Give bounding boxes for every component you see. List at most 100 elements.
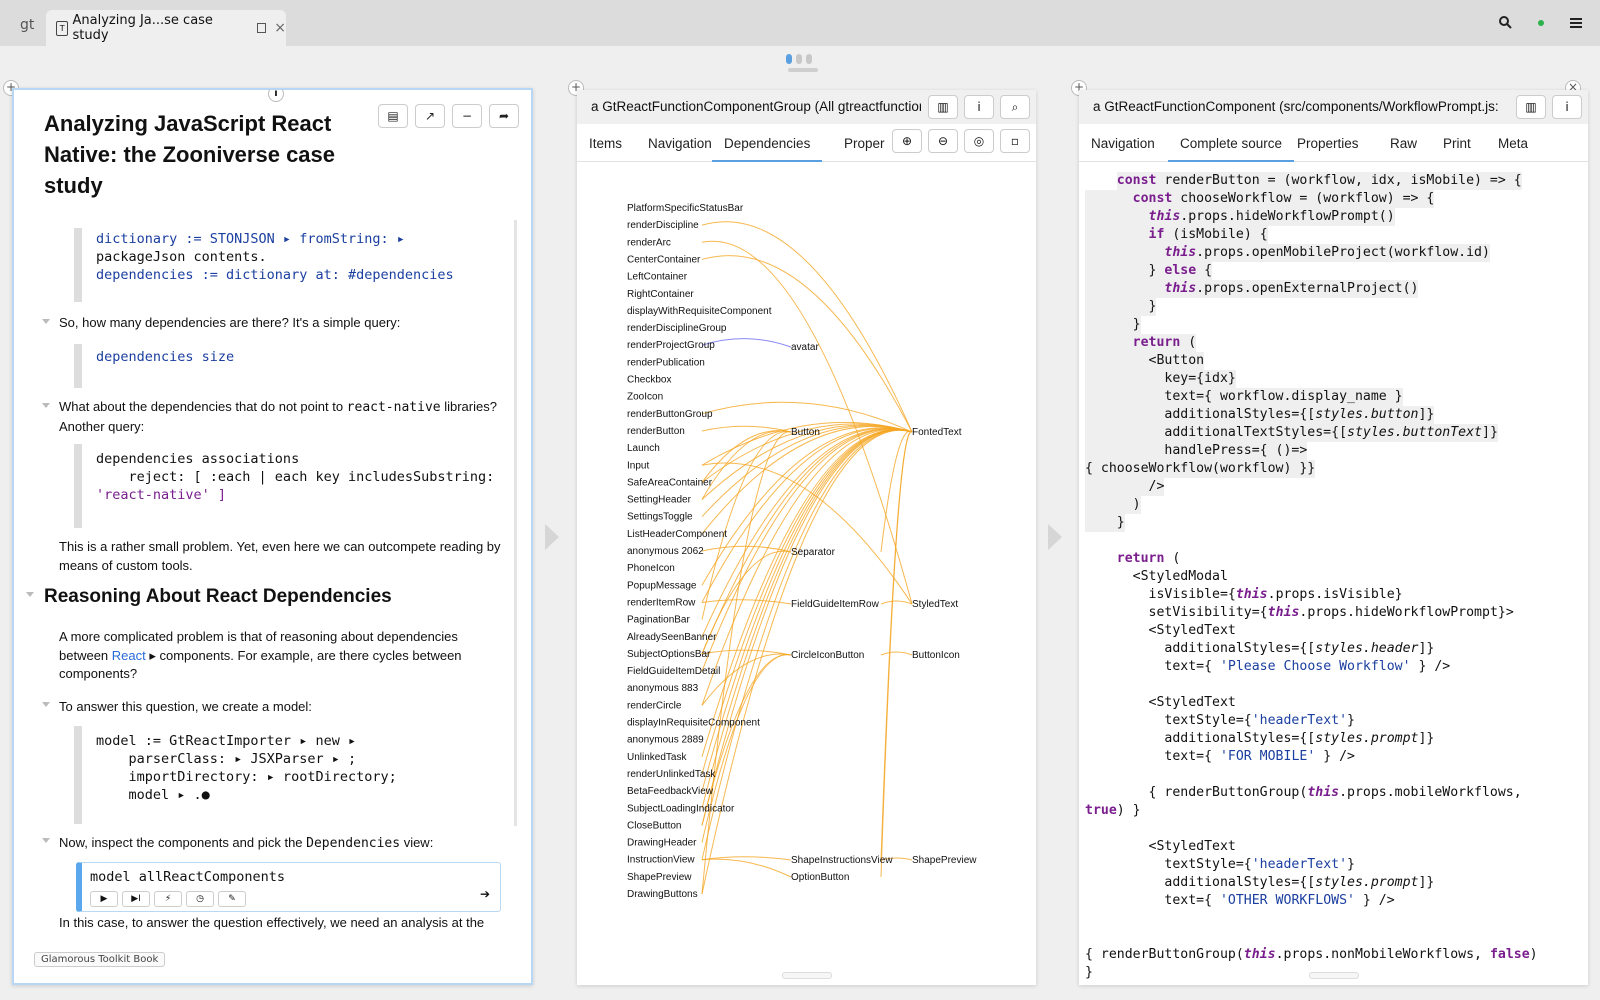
graph-node[interactable]: anonymous 2889 bbox=[627, 735, 704, 746]
tab-complete-source[interactable]: Complete source bbox=[1168, 136, 1295, 162]
zoom-in-icon[interactable]: ⊕ bbox=[892, 129, 922, 153]
search-icon[interactable] bbox=[1499, 16, 1512, 29]
collapse-icon[interactable] bbox=[42, 838, 50, 843]
graph-node[interactable]: renderDisciplineGroup bbox=[627, 323, 727, 334]
book-icon[interactable]: ▥ bbox=[928, 95, 958, 119]
code-snippet-stonjson[interactable]: dictionary := STONJSON ▸ fromString: ▸ p… bbox=[74, 228, 454, 302]
close-tab-icon[interactable]: × bbox=[274, 20, 286, 36]
book-icon[interactable]: ▥ bbox=[1516, 95, 1546, 119]
graph-node[interactable]: OptionButton bbox=[791, 872, 849, 883]
graph-node[interactable]: renderCircle bbox=[627, 700, 682, 711]
debug-button[interactable]: ⚡ bbox=[154, 891, 182, 907]
profile-button[interactable]: ◷ bbox=[186, 891, 214, 907]
info-icon[interactable]: i bbox=[268, 90, 284, 102]
pane-pager[interactable] bbox=[786, 54, 812, 64]
graph-node[interactable]: Button bbox=[791, 427, 820, 438]
tab-properties[interactable]: Properties bbox=[1297, 136, 1359, 151]
graph-node[interactable]: FieldGuideItemDetail bbox=[627, 666, 720, 677]
pager-scrollbar[interactable] bbox=[788, 68, 818, 72]
zoom-reset-icon[interactable]: ▫ bbox=[1000, 129, 1030, 153]
graph-node[interactable]: CenterContainer bbox=[627, 254, 701, 265]
graph-node[interactable]: Checkbox bbox=[627, 375, 671, 386]
document-scrollbar[interactable] bbox=[514, 220, 517, 826]
graph-node[interactable]: anonymous 2062 bbox=[627, 546, 704, 557]
open-external-button[interactable]: ↗ bbox=[415, 104, 445, 128]
graph-node[interactable]: renderPublication bbox=[627, 357, 705, 368]
graph-node[interactable]: Input bbox=[627, 460, 649, 471]
resize-handle[interactable] bbox=[1308, 972, 1359, 979]
graph-node[interactable]: SafeAreaContainer bbox=[627, 477, 713, 488]
graph-node[interactable]: renderArc bbox=[627, 237, 671, 248]
graph-node[interactable]: ZooIcon bbox=[627, 392, 663, 403]
tab-print[interactable]: Print bbox=[1443, 136, 1471, 151]
graph-node[interactable]: CircleIconButton bbox=[791, 650, 864, 661]
code-snippet-reject[interactable]: dependencies associations reject: [ :eac… bbox=[74, 444, 494, 528]
maximize-icon[interactable] bbox=[256, 23, 267, 33]
graph-node[interactable]: renderItemRow bbox=[627, 597, 696, 608]
graph-node[interactable]: Separator bbox=[791, 547, 836, 558]
react-link[interactable]: React bbox=[111, 647, 146, 663]
tab-dependencies[interactable]: Dependencies bbox=[712, 136, 823, 162]
tab-navigation[interactable]: Navigation bbox=[1091, 136, 1155, 151]
collapse-icon[interactable] bbox=[42, 702, 50, 707]
graph-node[interactable]: ShapeInstructionsView bbox=[791, 855, 893, 866]
tab-raw[interactable]: Raw bbox=[1390, 136, 1418, 151]
graph-node[interactable]: DrawingButtons bbox=[627, 889, 698, 900]
graph-node[interactable]: FieldGuideItemRow bbox=[791, 599, 880, 610]
graph-node[interactable]: displayWithRequisiteComponent bbox=[627, 306, 772, 317]
search-button[interactable]: ⌕ bbox=[1000, 95, 1030, 119]
graph-node[interactable]: SubjectLoadingIndicator bbox=[627, 803, 735, 814]
tab-meta[interactable]: Meta bbox=[1498, 136, 1529, 151]
graph-node[interactable]: avatar bbox=[791, 342, 819, 353]
graph-node[interactable]: SettingsToggle bbox=[627, 512, 693, 523]
forward-button[interactable]: ➦ bbox=[489, 104, 519, 128]
graph-node[interactable]: PlatformSpecificStatusBar bbox=[627, 203, 744, 214]
graph-node[interactable]: PhoneIcon bbox=[627, 563, 675, 574]
editor-input[interactable]: model allReactComponents bbox=[90, 869, 286, 885]
graph-node[interactable]: InstructionView bbox=[627, 855, 695, 866]
resize-handle[interactable] bbox=[781, 972, 832, 979]
clipboard-button[interactable]: ▤ bbox=[378, 104, 408, 128]
info-button[interactable]: i bbox=[1552, 95, 1582, 119]
graph-node[interactable]: SettingHeader bbox=[627, 495, 692, 506]
tab-navigation[interactable]: Navigation bbox=[648, 136, 712, 151]
code-snippet-model[interactable]: model := GtReactImporter ▸ new ▸ parserC… bbox=[74, 726, 397, 824]
graph-node[interactable]: AlreadySeenBanner bbox=[627, 632, 717, 643]
graph-node[interactable]: BetaFeedbackView bbox=[627, 786, 714, 797]
zoom-out-icon[interactable]: ⊖ bbox=[928, 129, 958, 153]
graph-node[interactable]: ShapePreview bbox=[912, 855, 977, 866]
zoom-fit-icon[interactable]: ◎ bbox=[964, 129, 994, 153]
play-button[interactable]: ▶ bbox=[90, 891, 118, 907]
graph-node[interactable]: ShapePreview bbox=[627, 872, 692, 883]
graph-node[interactable]: FontedText bbox=[912, 427, 962, 438]
graph-node[interactable]: StyledText bbox=[912, 599, 958, 610]
graph-node[interactable]: PaginationBar bbox=[627, 615, 690, 626]
code-editor[interactable]: model allReactComponents ▶ ▶I ⚡ ◷ ✎ ➔ bbox=[76, 862, 501, 912]
menu-icon[interactable] bbox=[1570, 17, 1582, 28]
graph-node[interactable]: ListHeaderComponent bbox=[627, 529, 727, 540]
graph-node[interactable]: PopupMessage bbox=[627, 580, 697, 591]
graph-node[interactable]: renderProjectGroup bbox=[627, 340, 715, 351]
tab-document[interactable]: T Analyzing Ja...se case study × bbox=[46, 10, 286, 46]
graph-node[interactable]: ButtonIcon bbox=[912, 650, 960, 661]
minimize-button[interactable]: − bbox=[452, 104, 482, 128]
graph-node[interactable]: RightContainer bbox=[627, 289, 694, 300]
graph-node[interactable]: renderButtonGroup bbox=[627, 409, 713, 420]
gt-logo[interactable]: gt bbox=[20, 17, 35, 33]
graph-node[interactable]: Launch bbox=[627, 443, 660, 454]
graph-node[interactable]: renderButton bbox=[627, 426, 685, 437]
tab-items[interactable]: Items bbox=[589, 136, 623, 151]
info-button[interactable]: i bbox=[964, 95, 994, 119]
code-snippet-size[interactable]: dependencies size bbox=[74, 344, 234, 388]
graph-node[interactable]: anonymous 883 bbox=[627, 683, 699, 694]
graph-node[interactable]: LeftContainer bbox=[627, 272, 688, 283]
graph-node[interactable]: renderDiscipline bbox=[627, 220, 699, 231]
source-code[interactable]: const renderButton = (workflow, idx, isM… bbox=[1085, 172, 1538, 980]
graph-node[interactable]: renderUnlinkedTask bbox=[627, 769, 716, 780]
collapse-icon[interactable] bbox=[26, 592, 34, 597]
tab-properties[interactable]: Proper bbox=[844, 136, 885, 151]
graph-node[interactable]: displayInRequisiteComponent bbox=[627, 718, 760, 729]
book-footer-label[interactable]: Glamorous Toolkit Book bbox=[34, 952, 166, 967]
collapse-icon[interactable] bbox=[42, 403, 50, 408]
graph-node[interactable]: DrawingHeader bbox=[627, 838, 697, 849]
